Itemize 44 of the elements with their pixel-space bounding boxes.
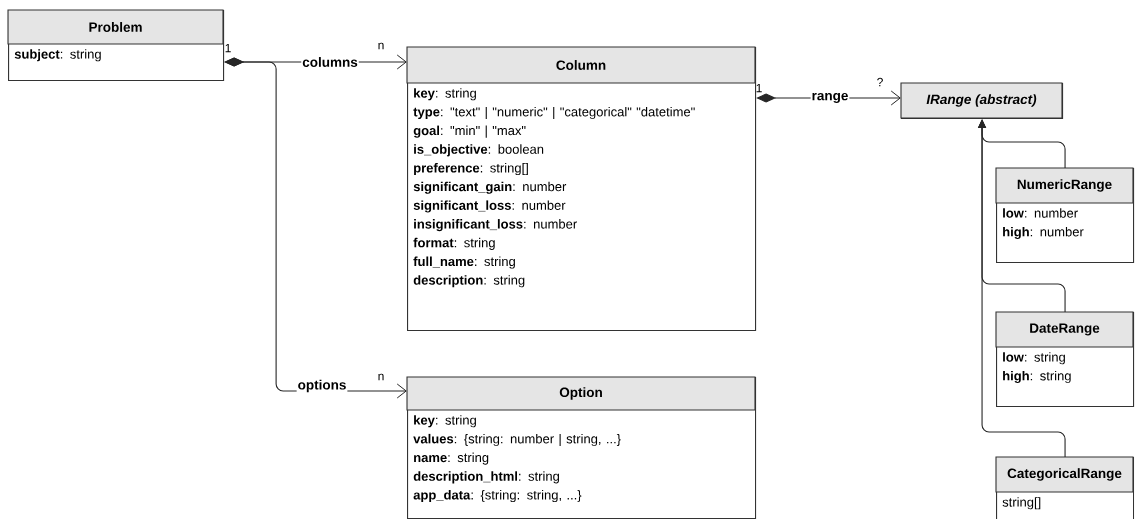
association-line [977,119,1066,458]
class-name: Problem [89,22,142,32]
class-name: Column [556,60,606,70]
attribute-text: goal: "min" | "max" [413,125,526,138]
attribute-text: type: "text" | "numeric" | "categorical" "datetime" [413,106,695,120]
attribute-text: significant_gain: number [413,181,567,194]
multiplicity-label: ? [877,77,883,87]
attribute-text: high: string [1003,370,1071,384]
edge-label: options [298,379,346,393]
class-box [406,376,757,519]
attribute-text: full_name: string [413,256,515,269]
attribute-text: subject: string [14,49,101,62]
attribute-text: string[] [1002,497,1041,510]
class-box [406,46,757,332]
association-line [224,57,407,399]
attribute-text: significant_loss: number [413,200,566,213]
edge-label: range [812,92,848,104]
class-name: DateRange [1030,323,1100,336]
class-box [995,167,1135,264]
attribute-text: low: number [1003,208,1078,218]
attribute-text: description_html: string [413,471,559,484]
multiplicity-label: n [378,373,384,381]
edge-label: columns [302,57,358,67]
attribute-text: app_data: {string: string, ...} [413,490,582,503]
class-box [995,456,1135,519]
class-name: IRange (abstract) [926,94,1037,107]
attribute-text: format: string [413,237,495,250]
attribute-text: high: number [1003,226,1084,240]
class-name: CategoricalRange [1007,468,1122,481]
attribute-text: name: string [414,452,489,465]
class-name: Option [559,387,602,400]
multiplicity-label: n [378,42,384,50]
attribute-text: insignificant_loss: number [414,219,577,232]
attribute-text: description: string [413,275,525,288]
attribute-text: is_objective: boolean [414,144,544,157]
class-box [900,82,1064,120]
attribute-text: preference: string[] [414,163,528,176]
class-box [995,311,1135,408]
attribute-text: values: {string: number | string, ...} [413,433,621,447]
attribute-text: key: string [414,88,476,101]
attribute-text: low: string [1003,352,1065,365]
attribute-text: key: string [414,415,476,428]
class-name: NumericRange [1017,179,1112,192]
class-box [7,9,225,82]
